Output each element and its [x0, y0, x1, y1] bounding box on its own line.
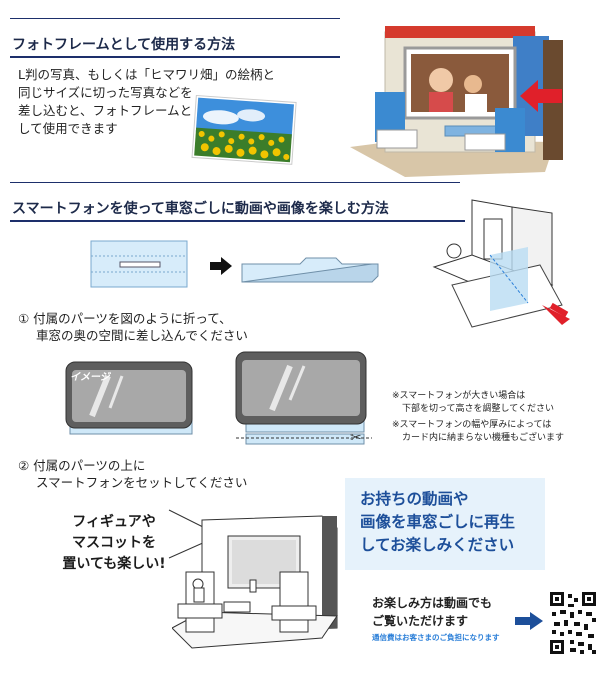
- enjoy-text: お楽しみ方は動画でも ご覧いただけます: [372, 594, 492, 630]
- callout-line-1: お持ちの動画や: [360, 490, 469, 508]
- enjoy-line-1: お楽しみ方は動画でも: [372, 596, 493, 610]
- note-line-2: 下部を切って高さを調整してください: [402, 404, 555, 414]
- step2-text: ② 付属のパーツの上に スマートフォンをセットしてください: [18, 457, 247, 491]
- step1-line-1: ① 付属のパーツを図のように折って、: [18, 311, 232, 326]
- note-line-4: カード内に納まらない機種もございます: [402, 433, 565, 443]
- seating-diagram: [172, 508, 352, 658]
- blue-arrow-right-icon: [515, 612, 543, 630]
- insertion-diagram: [432, 195, 592, 340]
- qr-code[interactable]: [548, 590, 598, 656]
- callout-box: [345, 478, 545, 570]
- section1-line-4: して使用できます: [18, 121, 118, 136]
- step2-line-1: ② 付属のパーツの上に: [18, 458, 146, 473]
- section2-top-rule: [10, 182, 460, 183]
- figure-pointer-lines: [165, 504, 215, 564]
- step1-text: ① 付属のパーツを図のように折って、 車窓の奥の空間に差し込んでください: [18, 310, 248, 344]
- phone-stand-cut-diagram: [232, 350, 382, 455]
- part-flat-diagram: [90, 240, 190, 290]
- callout-line-2: 画像を車窓ごしに再生: [360, 513, 516, 531]
- notes: ※スマートフォンが大きい場合は 下部を切って高さを調整してください ※スマートフ…: [392, 390, 564, 445]
- part-folded-diagram: [240, 252, 380, 292]
- scissors-icon: ✂: [350, 430, 362, 446]
- figure-note-line-3: 置いても楽しい!: [62, 556, 166, 572]
- section1-line-1: L判の写真、もしくは「ヒマワリ畑」の絵柄と: [18, 67, 275, 82]
- enjoy-line-2: ご覧いただけます: [372, 614, 469, 628]
- image-label: イメージ: [70, 372, 110, 383]
- section1-title: フォトフレームとして使用する方法: [12, 37, 236, 53]
- callout-line-3: してお楽しみください: [360, 536, 515, 554]
- section2-title: スマートフォンを使って車窓ごしに動画や画像を楽しむ方法: [12, 201, 389, 217]
- section1-body: L判の写真、もしくは「ヒマワリ畑」の絵柄と 同じサイズに切った写真などを 差し込…: [18, 66, 278, 138]
- black-arrow-right-icon: [210, 257, 232, 275]
- section1-rule: [10, 56, 340, 58]
- step1-line-2: 車窓の奥の空間に差し込んでください: [36, 328, 248, 343]
- section1-line-2: 同じサイズに切った写真などを: [18, 85, 193, 100]
- section1-top-rule: [10, 18, 340, 19]
- red-arrow-icon: [520, 78, 562, 114]
- figure-note: フィギュアや マスコットを 置いても楽しい!: [44, 512, 184, 575]
- train-photo-frame-illustration: [345, 22, 600, 182]
- note-line-1: ※スマートフォンが大きい場合は: [392, 391, 526, 401]
- section2-rule: [10, 220, 465, 222]
- communication-fee-note: 通信費はお客さまのご負担になります: [372, 633, 500, 642]
- note-line-3: ※スマートフォンの幅や厚みによっては: [392, 420, 552, 430]
- step2-line-2: スマートフォンをセットしてください: [36, 475, 248, 490]
- figure-note-line-1: フィギュアや: [72, 514, 156, 530]
- callout-text: お持ちの動画や 画像を車窓ごしに再生 してお楽しみください: [360, 488, 515, 557]
- sunflower-photo: [190, 95, 300, 167]
- figure-note-line-2: マスコットを: [72, 535, 156, 551]
- phone-stand-image: [60, 358, 200, 448]
- section1-line-3: 差し込むと、フォトフレームと: [18, 103, 193, 118]
